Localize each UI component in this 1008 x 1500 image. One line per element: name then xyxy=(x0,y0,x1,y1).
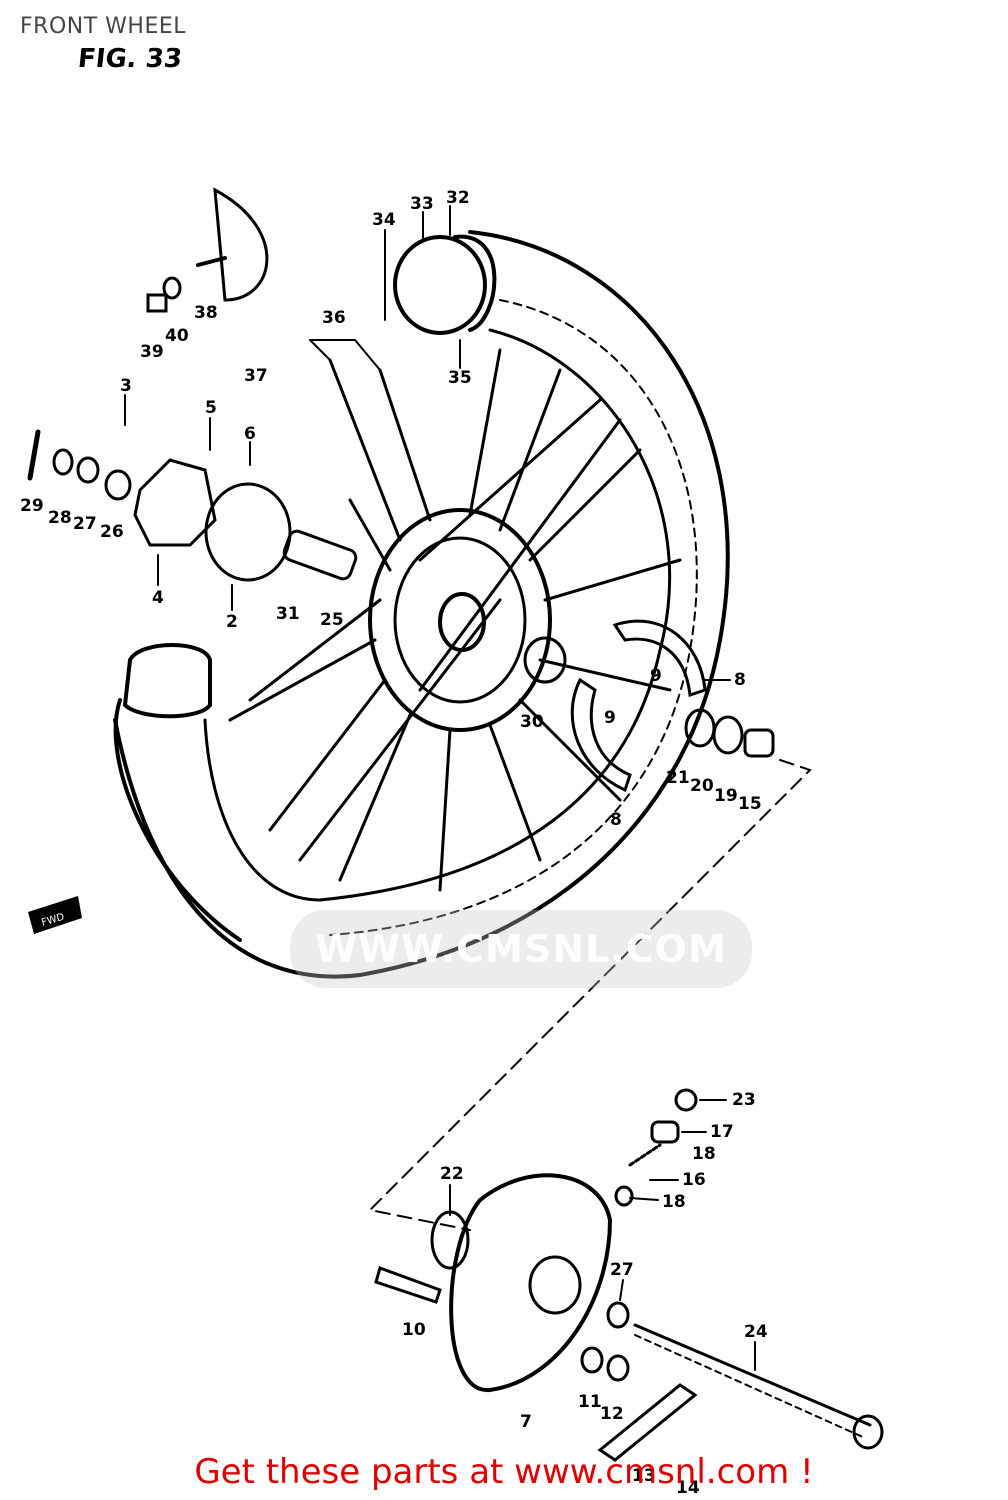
callout-14: 14 xyxy=(676,1478,700,1498)
callout-38: 38 xyxy=(194,303,218,323)
callout-11: 11 xyxy=(578,1392,602,1412)
tire-bottom-side xyxy=(113,698,242,942)
tire-section-top xyxy=(393,235,487,335)
spacer xyxy=(282,529,358,581)
callout-26: 26 xyxy=(100,522,124,542)
callout-29: 29 xyxy=(20,496,44,516)
callout-13: 13 xyxy=(632,1466,656,1486)
brake-shoe-lower xyxy=(570,677,632,793)
assembly-line xyxy=(367,759,812,1231)
hub-center xyxy=(438,592,486,652)
sprocket-plate xyxy=(133,458,217,547)
page-title: FRONT WHEEL xyxy=(20,14,186,39)
hub-outer xyxy=(368,508,552,732)
callout-24: 24 xyxy=(744,1322,768,1342)
callout-9-upper: 9 xyxy=(650,666,662,686)
callout-16: 16 xyxy=(682,1170,706,1190)
watermark: WWW.CMSNL.COM xyxy=(290,910,752,988)
callout-17: 17 xyxy=(710,1122,734,1142)
callout-27: 27 xyxy=(73,514,97,534)
callout-25: 25 xyxy=(320,610,344,630)
callout-35: 35 xyxy=(448,368,472,388)
callout-40: 40 xyxy=(165,326,189,346)
callout-7: 7 xyxy=(520,1412,532,1432)
torque-arm xyxy=(597,1383,698,1462)
callout-6: 6 xyxy=(244,424,256,444)
callout-20: 20 xyxy=(690,776,714,796)
callout-18-upper: 18 xyxy=(692,1144,716,1164)
cam-lever xyxy=(374,1266,442,1304)
callout-15: 15 xyxy=(738,794,762,814)
watermark-text: WWW.CMSNL.COM xyxy=(315,927,727,971)
callout-2: 2 xyxy=(226,612,238,632)
callout-34: 34 xyxy=(372,210,396,230)
brake-panel xyxy=(449,1173,613,1393)
forward-arrow-badge: FWD xyxy=(28,896,82,934)
callout-4: 4 xyxy=(152,588,164,608)
callout-8-lower: 8 xyxy=(610,810,622,830)
callout-30: 30 xyxy=(520,712,544,732)
callout-22: 22 xyxy=(440,1164,464,1184)
callout-23: 23 xyxy=(732,1090,756,1110)
callout-33: 33 xyxy=(410,194,434,214)
brake-shoe-upper xyxy=(612,619,707,698)
get-parts-link[interactable]: Get these parts at www.cmsnl.com ! xyxy=(194,1452,814,1492)
callout-10: 10 xyxy=(402,1320,426,1340)
callout-32: 32 xyxy=(446,188,470,208)
callout-28: 28 xyxy=(48,508,72,528)
brake-disc xyxy=(204,482,292,582)
tire-outline xyxy=(113,230,730,979)
rim-dashed xyxy=(329,299,698,936)
callout-12: 12 xyxy=(600,1404,624,1424)
hub-inner xyxy=(393,536,527,704)
callout-8-upper: 8 xyxy=(734,670,746,690)
callout-9-lower: 9 xyxy=(604,708,616,728)
callout-37: 37 xyxy=(244,366,268,386)
rim-inner-outline xyxy=(203,328,672,902)
tire-section-bottom xyxy=(122,643,212,719)
callout-39: 39 xyxy=(140,342,164,362)
callout-21: 21 xyxy=(666,768,690,788)
callout-36: 36 xyxy=(322,308,346,328)
callout-19: 19 xyxy=(714,786,738,806)
callout-3: 3 xyxy=(120,376,132,396)
callout-31: 31 xyxy=(276,604,300,624)
tire-section-top-side xyxy=(453,234,497,332)
callout-5: 5 xyxy=(205,398,217,418)
callout-18-lower: 18 xyxy=(662,1192,686,1212)
speedometer-gear xyxy=(213,187,269,302)
callout-27-lower: 27 xyxy=(610,1260,634,1280)
